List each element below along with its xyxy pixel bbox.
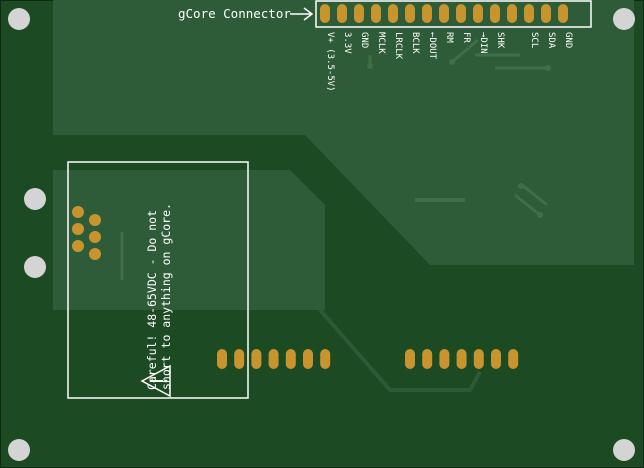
via	[545, 65, 551, 71]
mounting-hole	[24, 188, 46, 210]
header-pad	[303, 349, 313, 369]
mounting-hole	[613, 8, 635, 30]
copper-pour-top	[53, 0, 634, 265]
pin-label: SHK	[495, 32, 505, 49]
warning-text-line2: short to anything on gCore.	[159, 203, 173, 390]
mounting-hole	[613, 439, 635, 461]
pin-label: GND	[359, 32, 369, 48]
via	[367, 63, 373, 69]
connector-pads	[320, 4, 568, 23]
pin-label-group: V+ (3.5-5V) 3.3V GND MCLK LRCLK BCLK ←DOUT RM FR…	[325, 32, 573, 92]
header-pad	[217, 349, 227, 369]
connector-pad	[524, 4, 534, 23]
pin-label: GND	[563, 32, 573, 48]
pin-label: ←DOUT	[427, 32, 437, 60]
pad-row-right	[405, 349, 519, 369]
trace	[451, 38, 479, 64]
pin-label: →DIN	[478, 32, 488, 54]
mounting-hole	[8, 439, 30, 461]
connector-pad	[388, 4, 398, 23]
connector-pad	[507, 4, 517, 23]
header-pad	[491, 349, 501, 369]
via	[537, 212, 543, 218]
header-pad	[439, 349, 450, 369]
connector-pad	[541, 4, 551, 23]
connector-pad	[490, 4, 500, 23]
mounting-hole	[24, 256, 46, 278]
header-pad	[508, 349, 519, 369]
header-pad	[251, 349, 262, 369]
trace	[514, 183, 548, 217]
via	[449, 59, 455, 65]
pin-label: 3.3V	[342, 32, 352, 54]
pin-label: RM	[444, 32, 454, 43]
pin-label: SCL	[529, 32, 539, 48]
trace-bottom	[318, 308, 482, 392]
header-pad	[268, 349, 279, 369]
connector-title-arrow	[290, 7, 314, 21]
header-pad	[320, 349, 331, 369]
connector-pad	[422, 4, 432, 23]
header-pad	[456, 349, 467, 369]
connector-pad	[405, 4, 415, 23]
pin-label: SDA	[546, 32, 556, 49]
connector-pad	[320, 4, 330, 23]
connector-pad	[354, 4, 364, 23]
connector-pad	[473, 4, 483, 23]
header-pad	[285, 349, 296, 369]
warning-text-line1: Careful! 48-65VDC - Do not	[145, 210, 159, 390]
pad-cluster	[72, 206, 101, 260]
connector-pad	[439, 4, 449, 23]
connector-pad	[371, 4, 381, 23]
connector-pad	[558, 4, 568, 23]
warning-triangle-icon	[140, 364, 171, 398]
warning-zone-outline	[67, 161, 249, 399]
header-pad	[422, 349, 433, 369]
pin-label: MCLK	[376, 32, 386, 54]
pad-row-left	[217, 349, 331, 369]
header-pad	[405, 349, 415, 369]
header-pad	[473, 349, 484, 369]
connector-pad	[456, 4, 466, 23]
connector-title: gCore Connector	[178, 6, 291, 21]
pin-label: LRCLK	[393, 32, 403, 60]
header-pad	[234, 349, 245, 369]
pin-label: FR	[461, 32, 471, 43]
connector-outline	[315, 0, 592, 28]
pin-label: BCLK	[410, 32, 420, 54]
mounting-hole	[8, 8, 30, 30]
via	[518, 183, 524, 189]
connector-pad	[337, 4, 347, 23]
pin-label: V+ (3.5-5V)	[325, 32, 335, 92]
